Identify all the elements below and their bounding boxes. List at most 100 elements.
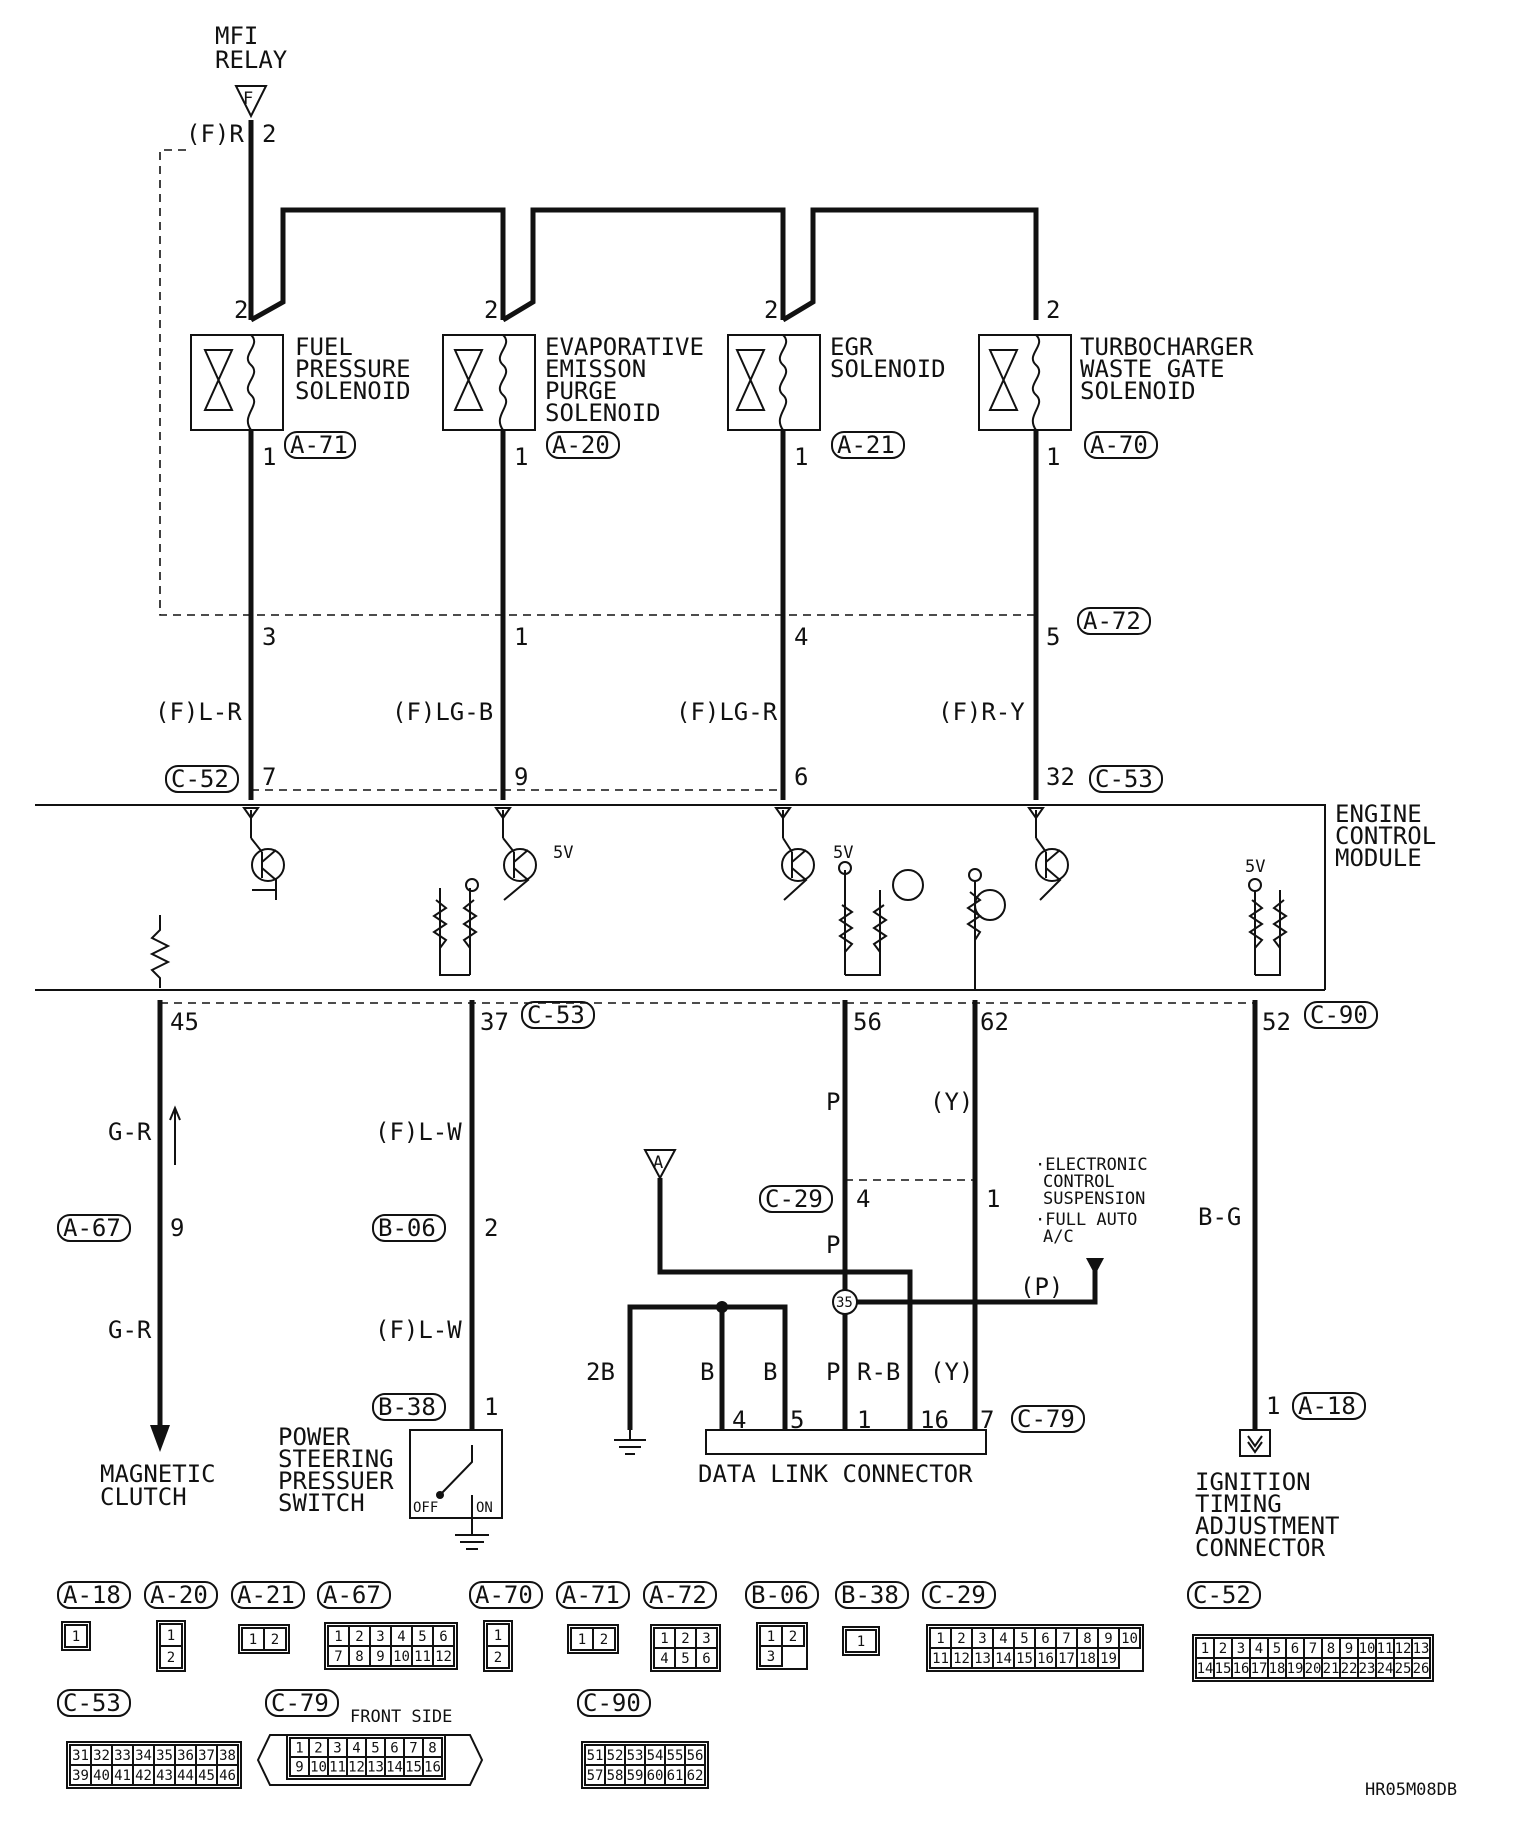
ecs-label: SUSPENSION: [1043, 1189, 1145, 1209]
connector-label: C-29: [765, 1185, 823, 1213]
transistor-icon-lines: [250, 837, 277, 900]
pin-label: 1: [484, 1393, 498, 1421]
connector-pin-number: 1: [857, 1634, 865, 1650]
connector-pin-number: 2: [271, 1632, 279, 1648]
device-label: SWITCH: [278, 1489, 365, 1517]
ecm-box: [35, 804, 1326, 991]
connector-pin-cell: [486, 1645, 510, 1669]
device-label: ADJUSTMENT: [1195, 1512, 1340, 1540]
connector-label: A-70: [1090, 431, 1148, 459]
connector-pin-number: 4: [999, 1631, 1007, 1647]
mfi-relay-label-2: RELAY: [215, 46, 288, 74]
wire-color-label: B: [700, 1358, 714, 1386]
connector-label: C-79: [271, 1689, 329, 1717]
connector-pin-number: 2: [789, 1629, 797, 1645]
ground-label: 2B: [586, 1358, 615, 1386]
connector-pin-number: 61: [667, 1768, 684, 1784]
pin-label: 1: [1266, 1392, 1280, 1420]
connector-label: A-20: [552, 431, 610, 459]
connector-pin-number: 13: [367, 1760, 384, 1776]
solenoid-label: FUEL: [295, 333, 353, 361]
connector-badge: [521, 1001, 595, 1029]
connector-pin-number: 5: [1273, 1641, 1281, 1657]
connector-pin-number: 3: [767, 1649, 775, 1665]
connector-label: C-90: [583, 1689, 641, 1717]
coil-icon: [778, 334, 788, 431]
wire-ecs: [857, 1262, 1098, 1305]
connector-label: A-72: [649, 1581, 707, 1609]
device-label: POWER: [278, 1423, 351, 1451]
connector-pin-number: 32: [93, 1748, 110, 1764]
connector-pin-cell: [432, 1645, 455, 1667]
pin-top: 2: [234, 296, 248, 324]
a72-connector: 3 1 4 5 A-72: [262, 607, 1151, 651]
dlc-pin: 16: [920, 1406, 949, 1434]
connector-pin-number: 21: [1323, 1661, 1340, 1677]
ecs-label: ·FULL AUTO: [1035, 1210, 1137, 1230]
device-label: MAGNETIC: [100, 1460, 216, 1488]
connector-pin-number: 60: [647, 1768, 664, 1784]
transistor-icon-lines: [1035, 837, 1062, 901]
connector-badge: [231, 1581, 305, 1609]
pullup-icon: [465, 878, 479, 892]
resistor-icon: [838, 904, 854, 953]
ecm-terminal-icon: [1027, 807, 1045, 838]
connector-pin-number: 42: [135, 1768, 152, 1784]
transistor-icon-lines: [782, 837, 808, 901]
ecs-label: ·ELECTRONIC: [1035, 1155, 1148, 1175]
device-label: STEERING: [278, 1445, 394, 1473]
wire-color-label: (F)L-R: [155, 698, 242, 726]
ecm-pin: 6: [794, 763, 808, 791]
pin-top: 2: [1046, 296, 1060, 324]
connector-pin-number: 1: [936, 1631, 944, 1647]
connector-pin-number: 57: [587, 1768, 604, 1784]
solenoid-label: SOLENOID: [295, 377, 411, 405]
shield-dash: [159, 149, 1036, 616]
switch-off-label: OFF: [413, 1500, 438, 1516]
device-label: CLUTCH: [100, 1483, 187, 1511]
valve-icon: [735, 349, 766, 411]
connector-pin-number: 2: [314, 1741, 322, 1757]
dlc-box: [705, 1429, 987, 1455]
engine-control-module: ENGINE CONTROL MODULE 5V 5V 5V: [35, 800, 1436, 991]
connector-badge: [922, 1581, 996, 1609]
connector-label: C-79: [1017, 1405, 1075, 1433]
wire-color-label: (Y): [930, 1088, 973, 1116]
connector-pin-number: 4: [660, 1651, 668, 1667]
connector-pin-number: 1: [494, 1628, 502, 1644]
connector-pin-number: 3: [1237, 1641, 1245, 1657]
relay-terminal-icon: [234, 85, 268, 119]
connector-badge: [835, 1581, 909, 1609]
pin-label: 1: [986, 1185, 1000, 1213]
connector-pin-number: 1: [334, 1629, 342, 1645]
connector-pin-number: 4: [1255, 1641, 1263, 1657]
device-label: PRESSUER: [278, 1467, 394, 1495]
connector-pin-number: 5: [371, 1741, 379, 1757]
wire-color-label: R-B: [857, 1358, 900, 1386]
connector-pin-number: 33: [114, 1748, 131, 1764]
connector-badge: [57, 1581, 131, 1609]
ground-icon: [614, 1430, 646, 1455]
connector-badge: [372, 1214, 446, 1242]
connector-pin-number: 11: [414, 1649, 431, 1665]
connector-badge: [1304, 1001, 1378, 1029]
pullup-icon: [838, 861, 852, 875]
connector-pin-cell: [1097, 1647, 1120, 1669]
connector-badge: [745, 1581, 819, 1609]
connector-pin-number: 10: [393, 1649, 410, 1665]
resistor-pair: [1254, 890, 1281, 976]
terminal-a-icon: [643, 1149, 677, 1181]
front-side-label: FRONT SIDE: [350, 1707, 452, 1727]
connector-pin-number: 44: [177, 1768, 194, 1784]
wire-color-label: P: [826, 1088, 840, 1116]
connector-shell: [842, 1626, 880, 1656]
connector-badge: [469, 1581, 543, 1609]
wire-color-label: (F)R-Y: [938, 698, 1025, 726]
connector-pin-number: 39: [72, 1768, 89, 1784]
connector-badge: [317, 1581, 391, 1609]
relay-wire-color: (F)R: [186, 120, 244, 148]
solenoid-label: SOLENOID: [1080, 377, 1196, 405]
